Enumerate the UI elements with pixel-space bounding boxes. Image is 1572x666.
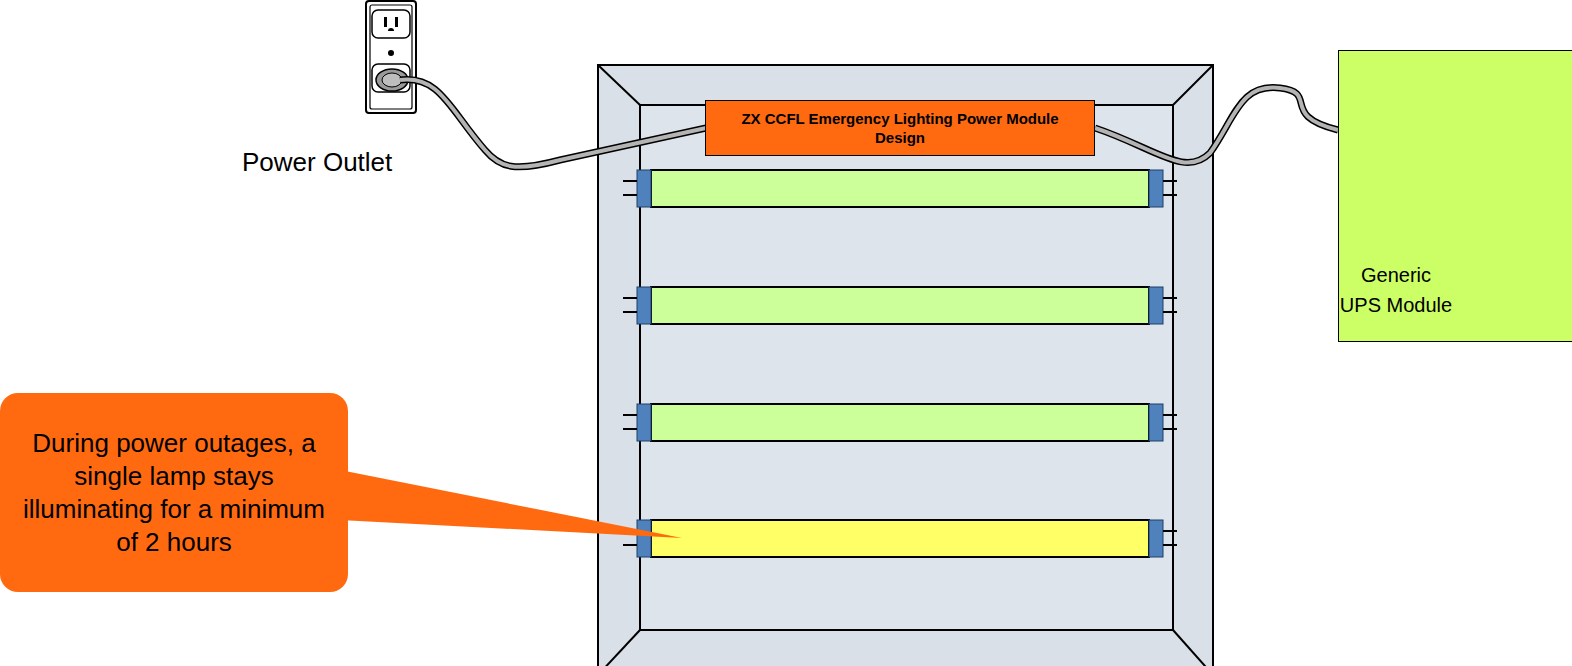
fixture-frame xyxy=(598,65,1213,666)
lamps xyxy=(623,170,1177,557)
power-cable xyxy=(400,80,706,167)
ccfl-lamp xyxy=(623,404,1177,441)
bevel-lines xyxy=(598,65,1213,666)
ccfl-lamp xyxy=(623,287,1177,324)
power-outlet xyxy=(366,1,416,113)
module-box: ZX CCFL Emergency Lighting Power Module … xyxy=(705,100,1095,156)
ups-box: Generic UPS Module xyxy=(1338,50,1572,342)
node-text: ZX CCFL Emergency Lighting Power Module … xyxy=(720,109,1080,147)
node-text: Generic UPS Module xyxy=(1339,260,1453,320)
fixture-inner xyxy=(640,105,1173,630)
node-text: During power outages, a single lamp stay… xyxy=(15,427,333,559)
ccfl-lamp xyxy=(623,520,1177,557)
callout-pointer xyxy=(340,470,682,538)
outlet-label: Power Outlet xyxy=(242,147,392,178)
cable-connector xyxy=(1095,88,1338,163)
callout-box: During power outages, a single lamp stay… xyxy=(0,393,348,592)
ccfl-lamp xyxy=(623,170,1177,207)
